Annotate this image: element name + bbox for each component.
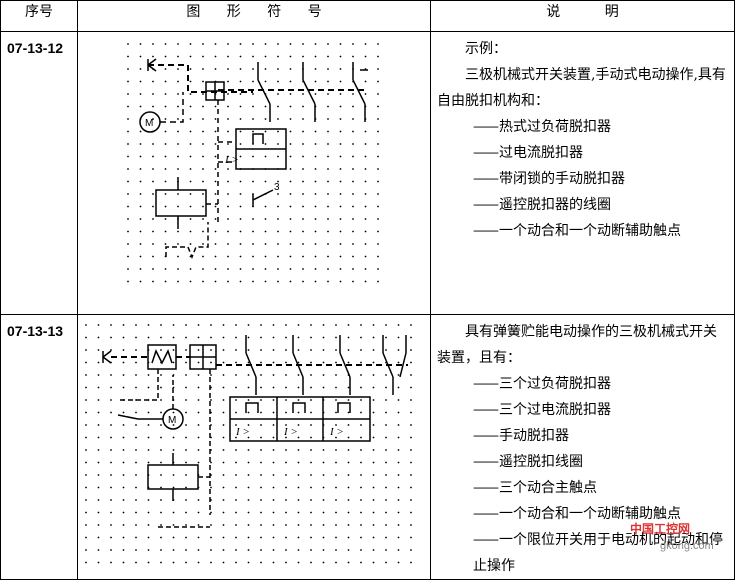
symbol-diagram: I > I > I > M <box>77 314 431 580</box>
list-item: 过电流脱扣器 <box>437 140 728 166</box>
symbol-diagram: I > M 3 <box>77 31 431 315</box>
contact-label: 3 <box>274 182 280 193</box>
header-desc: 说 明 <box>430 0 735 32</box>
list-item: 手动脱扣器 <box>437 423 728 449</box>
breaker-diagram-2: I > I > I > M <box>85 324 412 564</box>
list-item: 三个过负荷脱扣器 <box>437 371 728 397</box>
row-description: 具有弹簧贮能电动操作的三极机械式开关装置，且有： 三个过负荷脱扣器 三个过电流脱… <box>430 314 735 580</box>
relay-label: I > <box>235 426 250 438</box>
motor-label: M <box>145 118 153 129</box>
desc-text: 三极机械式开关装置,手动式电动操作,具有自由脱扣机构和： <box>437 67 726 109</box>
list-item: 遥控脱扣器的线圈 <box>437 192 728 218</box>
table-row: 07-13-12 <box>0 31 735 315</box>
breaker-diagram-1: I > M 3 <box>127 43 379 283</box>
list-item: 热式过负荷脱扣器 <box>437 114 728 140</box>
table-header: 序号 图 形 符 号 说 明 <box>0 0 735 32</box>
list-item: 带闭锁的手动脱扣器 <box>437 166 728 192</box>
list-item: 遥控脱扣线圈 <box>437 449 728 475</box>
relay-label: I > <box>283 426 298 438</box>
relay-label: I > <box>224 154 239 166</box>
list-item: 一个限位开关用于电动机的起动和停止操作 <box>437 527 728 579</box>
row-code: 07-13-13 <box>0 314 78 580</box>
watermark-url: gkong.com <box>660 540 714 552</box>
watermark-brand: 中国工控网 <box>630 522 691 536</box>
row-code: 07-13-12 <box>0 31 78 315</box>
header-symbol: 图 形 符 号 <box>77 0 431 32</box>
list-item: 一个动合和一个动断辅助触点 <box>437 501 728 527</box>
relay-label: I > <box>329 426 344 438</box>
list-item: 一个动合和一个动断辅助触点 <box>437 218 728 244</box>
header-no: 序号 <box>0 0 78 32</box>
list-item: 三个过电流脱扣器 <box>437 397 728 423</box>
desc-text: 具有弹簧贮能电动操作的三极机械式开关装置，且有： <box>437 324 717 366</box>
row-description: 示例： 三极机械式开关装置,手动式电动操作,具有自由脱扣机构和： 热式过负荷脱扣… <box>430 31 735 315</box>
list-item: 三个动合主触点 <box>437 475 728 501</box>
intro-text: 示例： <box>465 41 507 57</box>
table-row: 07-13-13 <box>0 314 735 580</box>
motor-label: M <box>168 415 176 426</box>
